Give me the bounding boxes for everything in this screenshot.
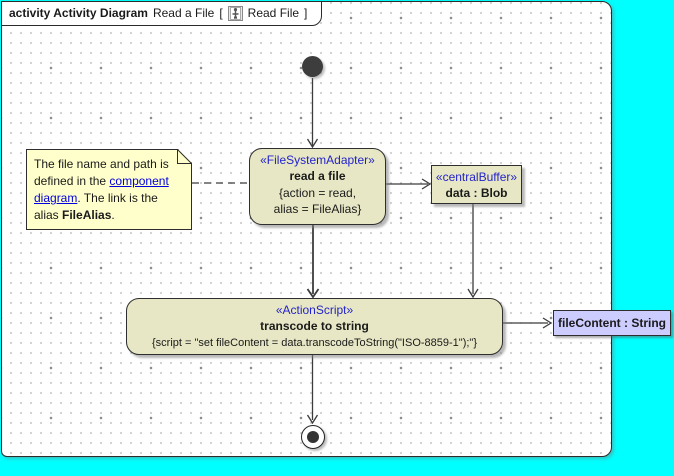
- stereotype-label: «centralBuffer»: [435, 170, 518, 184]
- output-pin-label: fileContent : String: [558, 316, 666, 330]
- note-fold-corner: [177, 149, 192, 164]
- activity-diagram-frame: activity Activity Diagram Read a File [ …: [1, 1, 612, 457]
- note-line: The file name and path is: [34, 157, 169, 171]
- buffer-name: data : Blob: [445, 186, 508, 200]
- stereotype-label: «ActionScript»: [275, 303, 354, 317]
- note-line: diagram. The link is the: [34, 191, 158, 205]
- diagram-kind-label: activity Activity Diagram: [9, 6, 148, 20]
- frame-ref-name: Read File: [247, 6, 300, 20]
- comment-note[interactable]: The file name and path is defined in the…: [26, 149, 192, 230]
- object-flow-buffer-to-transcode[interactable]: [467, 202, 479, 299]
- note-line: defined in the component: [34, 174, 169, 188]
- component-diagram-link[interactable]: component: [109, 174, 169, 188]
- object-flow-transcode-to-pin[interactable]: [501, 317, 553, 329]
- note-line: alias FileAlias.: [34, 208, 115, 222]
- control-flow-transcode-to-final[interactable]: [306, 354, 319, 425]
- bracket-open: [: [219, 6, 223, 20]
- action-script-property: {script = "set fileContent = data.transc…: [151, 337, 477, 349]
- final-node-dot: [307, 431, 319, 443]
- central-buffer-node[interactable]: «centralBuffer» data : Blob: [431, 165, 522, 204]
- action-property: alias = FileAlias}: [273, 202, 362, 216]
- control-flow-read-to-transcode[interactable]: [306, 223, 320, 299]
- component-diagram-link[interactable]: diagram: [34, 191, 78, 205]
- action-property: {action = read,: [278, 186, 357, 200]
- connector-layer: [192, 78, 553, 425]
- action-name: transcode to string: [260, 319, 369, 333]
- control-flow-start-to-read[interactable]: [306, 78, 319, 149]
- diagram-title-tab: activity Activity Diagram Read a File [ …: [1, 1, 323, 26]
- action-node-read-a-file[interactable]: «FileSystemAdapter» read a file {action …: [249, 148, 386, 225]
- diagram-name: Read a File: [152, 6, 215, 20]
- activity-final-node[interactable]: [301, 425, 325, 449]
- bracket-close: ]: [304, 6, 308, 20]
- activity-diagram-icon: [227, 5, 243, 21]
- output-pin-filecontent[interactable]: fileContent : String: [553, 310, 671, 336]
- stereotype-label: «FileSystemAdapter»: [260, 153, 375, 167]
- action-name: read a file: [289, 169, 346, 183]
- action-node-transcode-to-string[interactable]: «ActionScript» transcode to string {scri…: [126, 298, 503, 355]
- object-flow-read-to-buffer[interactable]: [384, 178, 432, 190]
- initial-node[interactable]: [302, 56, 323, 77]
